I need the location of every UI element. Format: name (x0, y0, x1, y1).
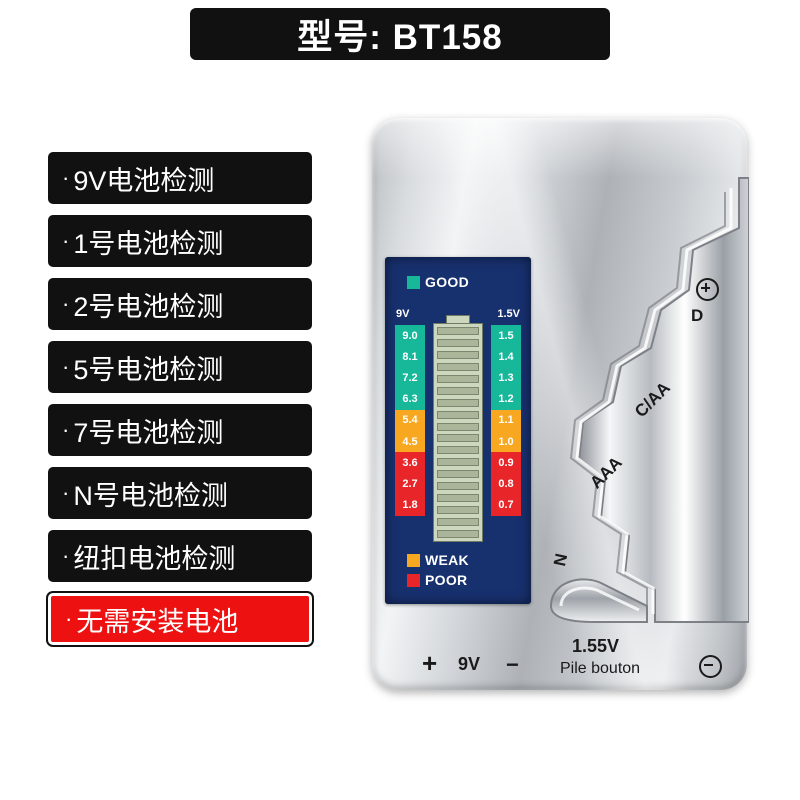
coin-cell-cradle (549, 578, 648, 623)
weak-label: WEAK (425, 552, 469, 568)
lcd-scale-right: 1.5 1.4 1.3 1.2 1.1 1.0 0.9 0.8 0.7 (491, 325, 521, 516)
bullet-icon: · (65, 606, 73, 631)
scale-cell: 1.4 (491, 346, 521, 368)
scale-cell: 0.8 (491, 473, 521, 495)
feature-item: · 2号电池检测 (48, 278, 312, 330)
bottom-markings: + 9V − 1.55V Pile bouton (400, 636, 730, 691)
feature-item: · 9V电池检测 (48, 152, 312, 204)
battery-gauge-icon (433, 315, 483, 542)
scale-cell: 9.0 (395, 325, 425, 347)
scale-header-9v: 9V (396, 308, 410, 320)
scale-cell: 2.7 (395, 473, 425, 495)
scale-cell: 5.4 (395, 409, 425, 431)
page-title-banner: 型号: BT158 (190, 8, 610, 60)
feature-item: · 5号电池检测 (48, 341, 312, 393)
battery-segment (437, 494, 479, 503)
battery-segment (437, 470, 479, 479)
bottom-9v-label: 9V (458, 654, 481, 674)
bottom-plus-symbol: + (422, 648, 438, 678)
battery-segment (437, 482, 479, 491)
good-label: GOOD (425, 274, 469, 290)
cradle-highlight (559, 586, 640, 612)
feature-label: 纽扣电池检测 (73, 543, 236, 574)
battery-segment (437, 506, 479, 515)
scale-cell: 8.1 (395, 346, 425, 368)
scale-cell: 1.0 (491, 430, 521, 453)
scale-cell: 0.7 (491, 494, 521, 516)
slot-groove-highlight (575, 188, 733, 614)
scale-cell: 1.2 (491, 388, 521, 410)
scale-cell: 0.9 (491, 452, 521, 474)
feature-label: 1号电池检测 (73, 228, 224, 259)
battery-segment (437, 362, 479, 371)
scale-cell: 1.1 (491, 409, 521, 431)
battery-segment (437, 529, 479, 538)
bullet-icon: · (62, 543, 70, 568)
battery-segment (437, 518, 479, 526)
battery-segment (437, 327, 479, 335)
lcd-legend: WEAK POOR (407, 548, 469, 588)
bullet-icon: · (62, 417, 70, 442)
feature-label: 7号电池检测 (73, 417, 224, 448)
feature-label: N号电池检测 (73, 480, 228, 511)
battery-segment (437, 374, 479, 383)
weak-color-swatch (407, 553, 420, 567)
legend-poor: POOR (407, 572, 469, 588)
poor-color-swatch (407, 573, 420, 587)
feature-list: · 9V电池检测 · 1号电池检测 · 2号电池检测 · 5号电池检测 · 7号… (48, 152, 312, 656)
feature-label: 2号电池检测 (73, 291, 224, 322)
scale-cell: 1.8 (395, 494, 425, 516)
bullet-icon: · (62, 354, 70, 379)
feature-label: 5号电池检测 (73, 354, 224, 385)
battery-segment (437, 446, 479, 455)
bottom-minus-symbol: − (506, 652, 519, 677)
scale-cell: 7.2 (395, 367, 425, 389)
battery-segment (437, 458, 479, 467)
scale-cell: 1.3 (491, 367, 521, 389)
slot-groove-shadow (569, 192, 726, 610)
feature-item: · N号电池检测 (48, 467, 312, 519)
battery-segment (437, 338, 479, 347)
battery-segments (433, 323, 483, 542)
legend-weak: WEAK (407, 552, 469, 568)
feature-label: 9V电池检测 (73, 165, 215, 196)
coin-voltage-label: 1.55V (572, 636, 620, 656)
feature-item: · 纽扣电池检测 (48, 530, 312, 582)
scale-cell: 4.5 (395, 430, 425, 453)
lcd-good-indicator: GOOD (407, 274, 469, 290)
bullet-icon: · (62, 480, 70, 505)
plus-terminal-icon (696, 278, 719, 301)
feature-item: · 7号电池检测 (48, 404, 312, 456)
scale-header-1-5v: 1.5V (497, 308, 520, 320)
lcd-display: GOOD 9V 1.5V 9.0 8.1 7.2 6.3 5.4 4.5 3.6… (385, 257, 531, 604)
feature-item-highlighted: · 无需安装电池 (48, 593, 312, 645)
bullet-icon: · (62, 291, 70, 316)
scale-cell: 3.6 (395, 452, 425, 474)
battery-segment (437, 350, 479, 359)
feature-item: · 1号电池检测 (48, 215, 312, 267)
lcd-scale-left: 9.0 8.1 7.2 6.3 5.4 4.5 3.6 2.7 1.8 (395, 325, 425, 516)
bullet-icon: · (62, 228, 70, 253)
minus-terminal-icon (699, 655, 722, 678)
battery-segment (437, 422, 479, 431)
scale-cell: 6.3 (395, 388, 425, 410)
bullet-icon: · (62, 165, 70, 190)
battery-segment (437, 434, 479, 443)
good-color-swatch (407, 275, 420, 289)
poor-label: POOR (425, 572, 468, 588)
battery-segment (437, 398, 479, 407)
coin-type-label: Pile bouton (560, 660, 641, 677)
slot-label-d: D (691, 306, 704, 325)
battery-segment (437, 410, 479, 419)
scale-cell: 1.5 (491, 325, 521, 347)
battery-segment (437, 386, 479, 395)
battery-tester-device: GOOD 9V 1.5V 9.0 8.1 7.2 6.3 5.4 4.5 3.6… (360, 118, 760, 693)
feature-label: 无需安装电池 (76, 606, 239, 637)
page-title: 型号: BT158 (297, 17, 503, 57)
lcd-scale-headers: 9V 1.5V (385, 308, 531, 320)
